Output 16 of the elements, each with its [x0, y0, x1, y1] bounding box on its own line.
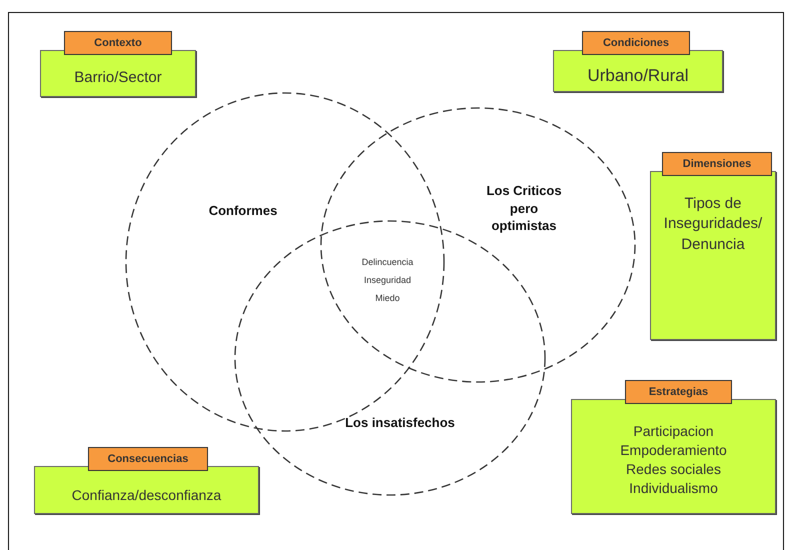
overlap-label: Delincuencia — [362, 257, 414, 267]
category-tab: Dimensiones — [662, 152, 772, 176]
category-text: Barrio/Sector — [74, 68, 162, 88]
category-tab: Condiciones — [582, 31, 690, 55]
group-label: Conformes — [208, 202, 278, 220]
overlap-label: Inseguridad — [364, 275, 412, 285]
category-text: Urbano/Rural — [587, 64, 689, 87]
category-tab: Contexto — [64, 31, 172, 55]
category-text: Tipos de Inseguridades/ Denuncia — [662, 194, 764, 254]
overlap-label: Miedo — [375, 293, 400, 303]
category-text: Participacion Empoderamiento Redes sociales Individualismo — [619, 422, 728, 498]
category-text: Confianza/desconfianza — [72, 486, 222, 504]
group-label: Los Criticos pero optimistas — [485, 182, 563, 235]
group-label: Los insatisfechos — [345, 414, 455, 432]
category-tab: Estrategias — [625, 380, 732, 404]
category-tab: Consecuencias — [88, 447, 208, 471]
